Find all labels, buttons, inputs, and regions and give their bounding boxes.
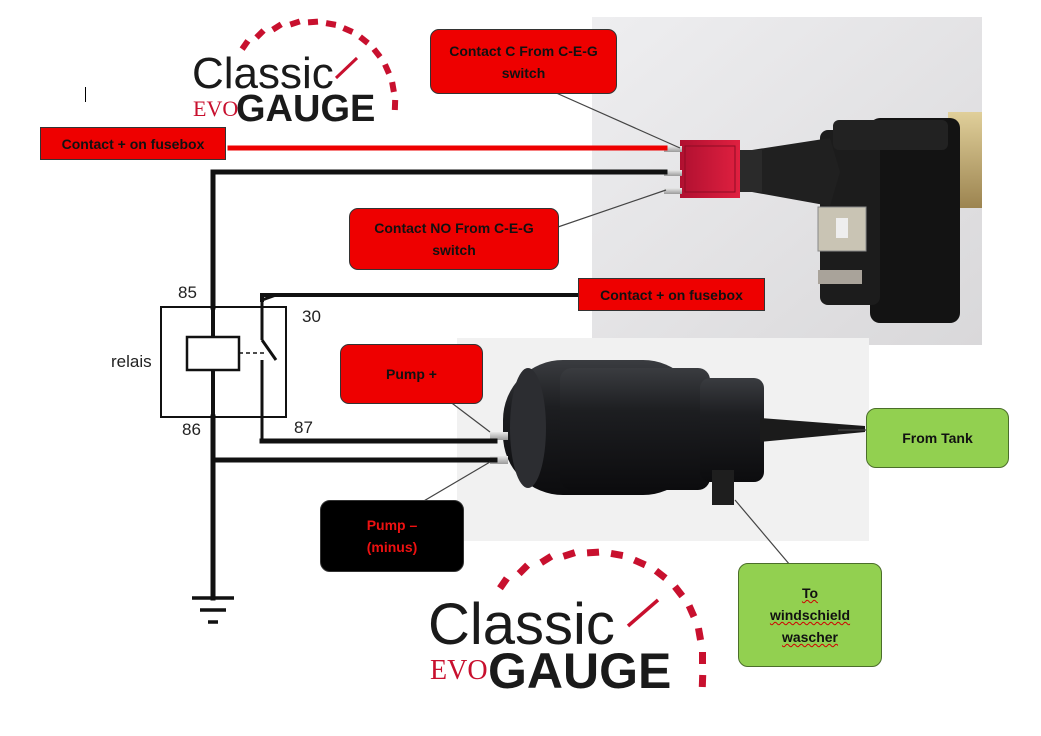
relay-schematic (160, 293, 287, 441)
callout-to-windschield: To windschield wascher (738, 563, 882, 667)
wires (210, 145, 668, 601)
relay-pin-86: 86 (182, 420, 201, 439)
logo-bottom-classic: Classic (428, 592, 615, 657)
callout-pump-minus-line2: (minus) (366, 539, 418, 555)
callout-pump-plus-text: Pump + (386, 366, 437, 382)
classic-evo-gauge-logo-top: Classic EVO GAUGE (192, 18, 399, 130)
classic-evo-gauge-logo-bottom: Classic EVO GAUGE (428, 548, 707, 699)
relay-pin-87: 87 (294, 418, 313, 437)
callout-fusebox-left-text: Contact + on fusebox (61, 135, 205, 152)
callout-fusebox-right-text: Contact + on fusebox (600, 286, 743, 303)
callout-contact-no-line2: switch (432, 242, 476, 258)
callout-contact-c: Contact C From C-E-G switch (430, 29, 617, 94)
relay-name: relais (111, 352, 152, 371)
callout-from-tank-text: From Tank (902, 430, 973, 446)
logo-top-evo: EVO (193, 96, 238, 121)
ground-symbol (192, 596, 234, 624)
callout-pump-plus: Pump + (340, 344, 483, 404)
logo-top-classic: Classic (192, 49, 334, 98)
callout-from-tank: From Tank (866, 408, 1009, 468)
callout-to-windschield-line2: windschield (769, 607, 851, 623)
callout-to-windschield-line3: wascher (781, 629, 839, 645)
callout-contact-c-line1: Contact C From C-E-G (449, 42, 598, 59)
callout-contact-no: Contact NO From C-E-G switch (349, 208, 559, 270)
relay-pin-30: 30 (302, 307, 321, 326)
logo-bottom-gauge: GAUGE (488, 643, 671, 699)
pump-photo (457, 338, 869, 541)
logo-bottom-evo: EVO (430, 655, 488, 686)
callout-contact-c-line2: switch (501, 64, 546, 81)
callout-fusebox-right: Contact + on fusebox (578, 278, 765, 311)
callout-to-windschield-line1: To (801, 585, 819, 601)
callout-fusebox-left: Contact + on fusebox (40, 127, 226, 160)
callout-pump-minus-line1: Pump – (366, 517, 418, 533)
text-cursor (85, 87, 86, 102)
callout-pump-minus: Pump – (minus) (320, 500, 464, 572)
relay-pin-85: 85 (178, 283, 197, 302)
callout-contact-no-line1: Contact NO From C-E-G (374, 220, 534, 236)
logo-top-gauge: GAUGE (236, 88, 375, 130)
